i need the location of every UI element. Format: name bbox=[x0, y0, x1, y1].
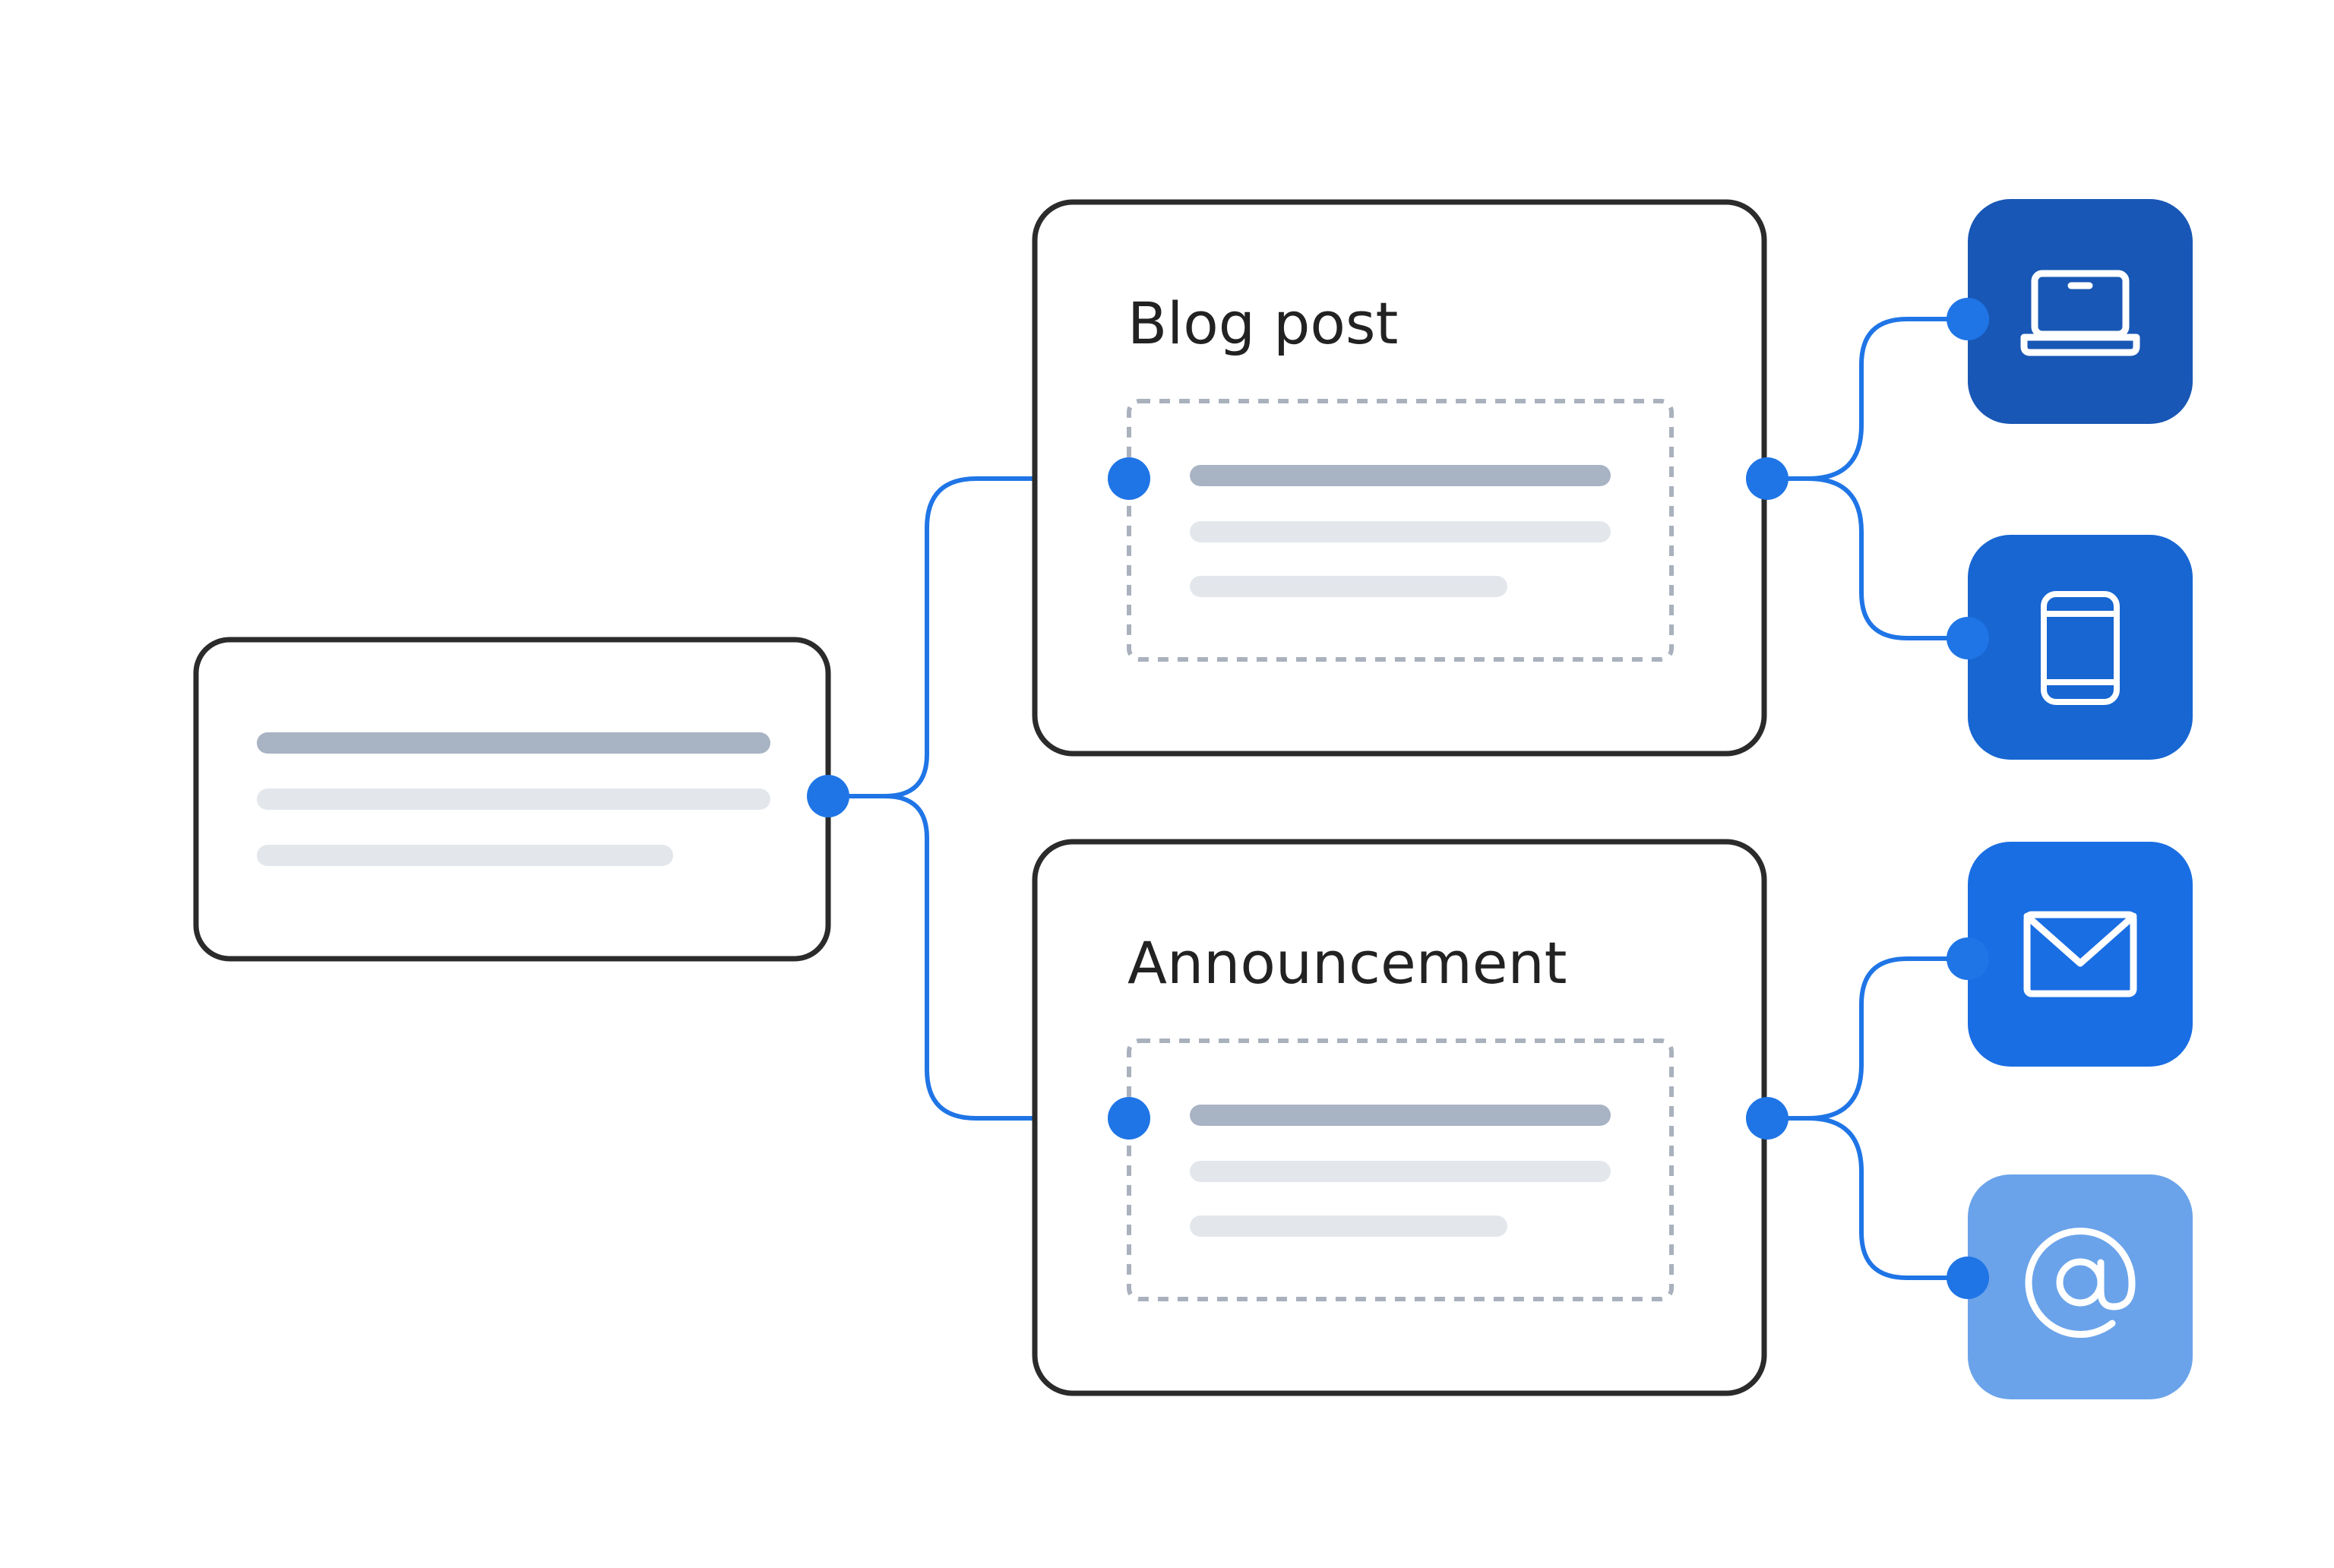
announcement-card: Announcement bbox=[1032, 839, 1767, 1396]
dot-phone-in bbox=[1947, 617, 1989, 659]
source-card bbox=[193, 637, 831, 962]
dot-source-out bbox=[807, 775, 849, 817]
connector-blog-to-phone bbox=[1765, 476, 1970, 640]
blog-post-title: Blog post bbox=[1127, 289, 1398, 357]
dot-mail-in bbox=[1947, 937, 1989, 980]
connector-blog-to-laptop bbox=[1765, 317, 1970, 481]
announcement-title: Announcement bbox=[1127, 929, 1567, 997]
at-sign-icon bbox=[2025, 1228, 2136, 1338]
mail-icon bbox=[2023, 911, 2137, 997]
channel-at bbox=[1968, 1174, 2193, 1399]
connector-announcement-to-mail bbox=[1765, 956, 1970, 1121]
dot-announcement-in bbox=[1108, 1097, 1150, 1140]
channel-phone bbox=[1968, 535, 2193, 760]
connector-source-to-blog bbox=[826, 476, 1131, 798]
channel-mail bbox=[1968, 842, 2193, 1067]
connector-dots bbox=[807, 298, 1989, 1299]
phone-icon bbox=[2041, 591, 2120, 705]
laptop-icon bbox=[2020, 270, 2140, 356]
dot-announcement-out bbox=[1746, 1097, 1788, 1140]
dot-laptop-in bbox=[1947, 298, 1989, 340]
connector-source-to-announcement bbox=[826, 794, 1131, 1121]
dot-at-in bbox=[1947, 1257, 1989, 1299]
dot-blog-out bbox=[1746, 457, 1788, 500]
connector-announcement-to-at bbox=[1765, 1116, 1970, 1280]
channel-laptop bbox=[1968, 199, 2193, 424]
connector-lines bbox=[826, 317, 1970, 1280]
dot-blog-in bbox=[1108, 457, 1150, 500]
blog-post-card: Blog post bbox=[1032, 199, 1767, 757]
